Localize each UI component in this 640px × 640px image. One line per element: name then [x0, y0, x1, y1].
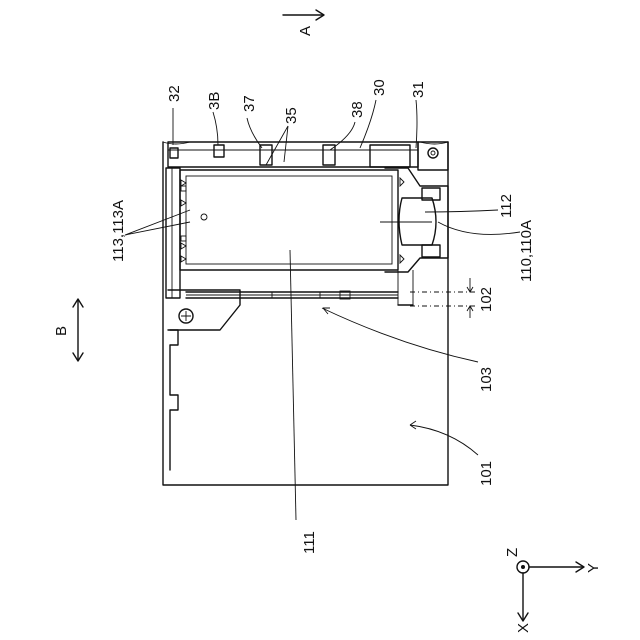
label-110: 110,110A [518, 220, 535, 282]
label-32: 32 [166, 85, 183, 102]
label-38: 38 [349, 101, 366, 118]
label-102: 102 [478, 287, 495, 312]
label-y: Y [585, 563, 602, 573]
label-b: B [53, 326, 70, 336]
label-a: A [297, 26, 314, 36]
label-112: 112 [498, 194, 515, 218]
label-111: 111 [301, 531, 318, 554]
dimension-102 [410, 278, 478, 318]
arrow-b-icon [73, 299, 83, 361]
lever-112 [385, 168, 448, 305]
label-35: 35 [283, 107, 300, 124]
latch-113 [166, 168, 240, 330]
label-3b: 3B [206, 92, 223, 110]
arrow-a-icon [283, 10, 324, 20]
label-103: 103 [478, 367, 495, 392]
axis-triad [517, 561, 584, 621]
label-30: 30 [371, 79, 388, 96]
label-31: 31 [410, 81, 427, 98]
housing-30 [168, 142, 448, 170]
label-x: X [515, 623, 532, 633]
label-101: 101 [478, 461, 495, 486]
board-101 [163, 142, 448, 485]
label-37: 37 [241, 95, 258, 112]
label-113: 113,113A [110, 200, 127, 262]
rail-103 [186, 291, 398, 299]
card-111 [180, 170, 404, 270]
label-z: Z [504, 548, 521, 557]
text-labels: A B 32 3B 37 35 38 30 31 113,113A 112 11… [53, 26, 602, 633]
